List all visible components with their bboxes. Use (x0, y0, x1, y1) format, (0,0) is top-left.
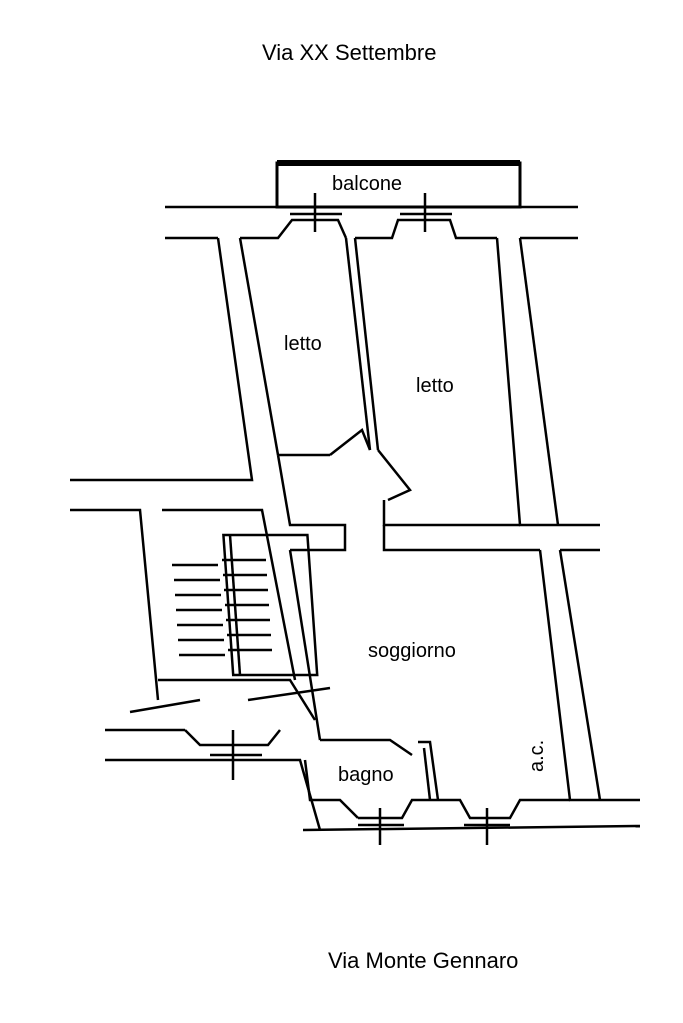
bedroom-left-walls (238, 237, 380, 457)
window-north-left (290, 193, 342, 232)
landing-walls (105, 678, 331, 831)
room-label-kitchen-corner: a.c. (526, 740, 548, 772)
room-label-living-room: soggiorno (368, 640, 456, 662)
living-room-walls (288, 549, 640, 802)
room-label-bathroom: bagno (338, 764, 394, 786)
staircase (70, 508, 319, 701)
north-facade-wall (70, 205, 578, 482)
street-label-south: Via Monte Gennaro (328, 948, 519, 973)
room-label-balcony: balcone (332, 173, 402, 195)
bathroom-walls (303, 738, 440, 819)
room-label-bedroom-left: letto (284, 333, 322, 355)
hallway-walls (276, 454, 600, 552)
room-label-bedroom-right: letto (416, 375, 454, 397)
south-facade-wall (302, 798, 641, 832)
bedroom-right-walls (377, 237, 600, 527)
window-north-right (400, 193, 452, 232)
street-label-north: Via XX Settembre (262, 40, 437, 65)
window-south-right (464, 808, 510, 845)
window-south-left (358, 808, 404, 845)
